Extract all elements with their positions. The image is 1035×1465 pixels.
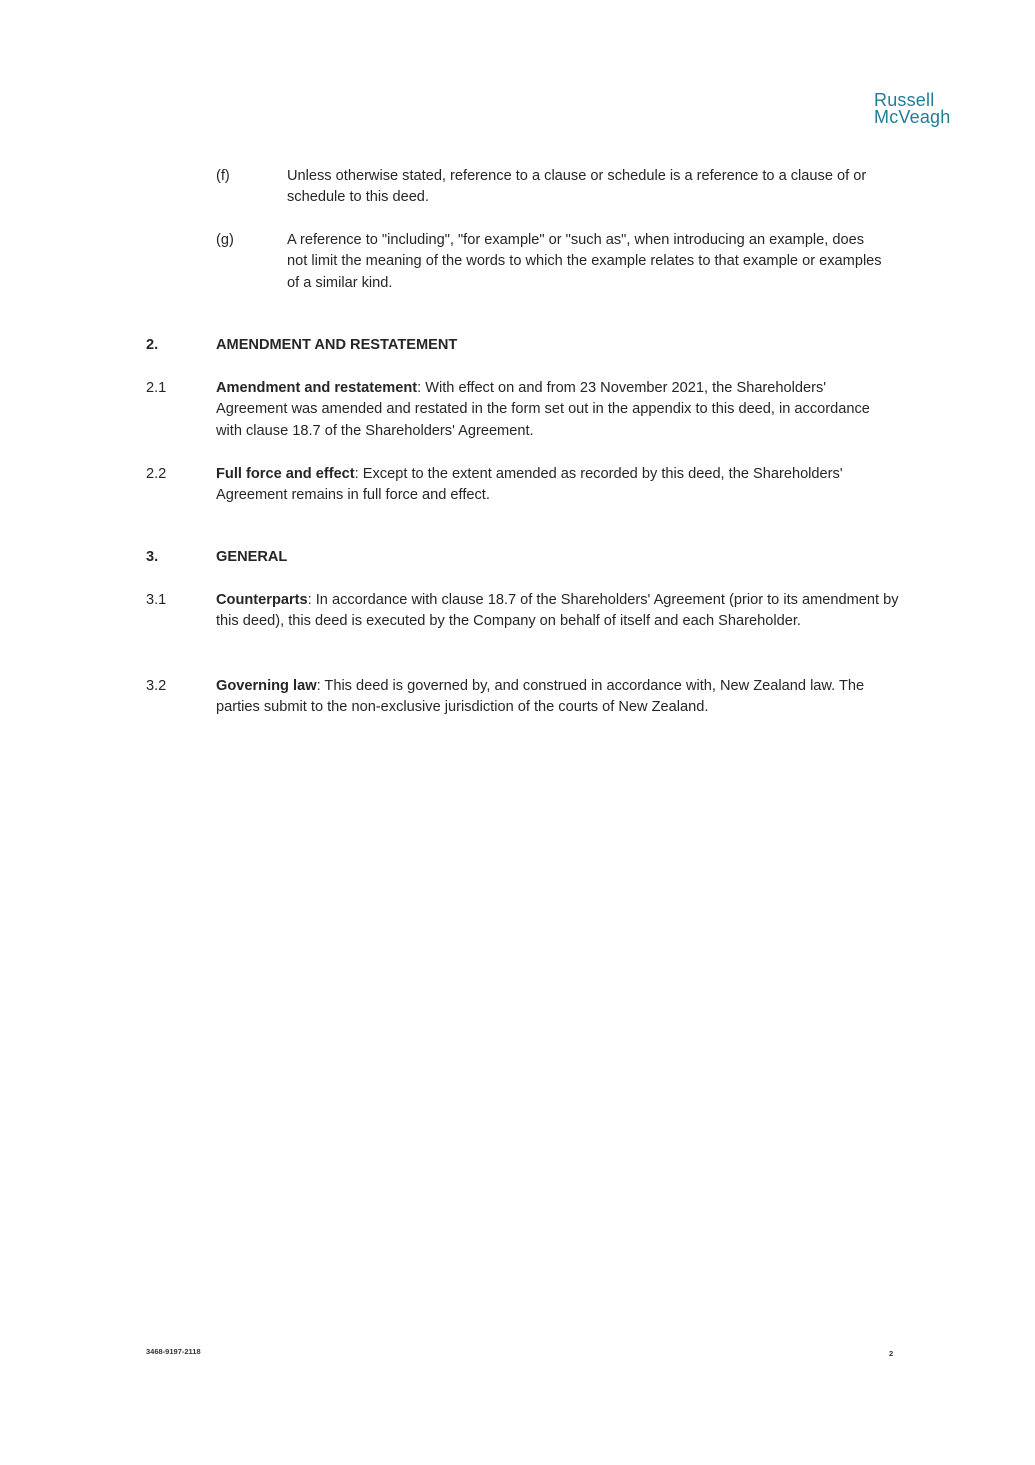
logo-line-1: Russell — [874, 90, 935, 110]
page-number: 2 — [889, 1349, 894, 1358]
clause-2-1-body: : With effect on and from 23 November 20… — [216, 380, 870, 439]
clause-3-2-number: 3.2 — [146, 678, 167, 694]
section-3-number: 3. — [146, 549, 159, 565]
clause-3-2-body: : This deed is governed by, and construe… — [216, 678, 865, 716]
clause-3-1-text: Counterparts: In accordance with clause … — [216, 590, 906, 633]
clause-2-1-lead: Amendment and restatement — [216, 380, 418, 396]
clause-2-2-body: : Except to the extent amended as record… — [216, 466, 843, 504]
section-2-number: 2. — [146, 337, 159, 353]
section-3-title: GENERAL — [216, 549, 288, 565]
clause-2-2-number: 2.2 — [146, 466, 167, 482]
clause-3-1-body: : In accordance with clause 18.7 of the … — [216, 592, 899, 630]
clause-2-1-number: 2.1 — [146, 380, 167, 396]
document-reference: 3468-9197-2118 — [146, 1347, 201, 1356]
clause-g-text: A reference to "including", "for example… — [287, 232, 882, 291]
clause-3-2-lead: Governing law — [216, 678, 317, 694]
clause-f-label: (f) — [216, 168, 230, 184]
firm-logo: Russell McVeagh — [874, 90, 954, 127]
clause-3-1-lead: Counterparts — [216, 592, 308, 608]
clause-3-2-text: Governing law: This deed is governed by,… — [216, 676, 906, 719]
logo-line-2: McVeagh — [874, 107, 951, 127]
clause-2-1-text: Amendment and restatement: With effect o… — [216, 378, 896, 442]
clause-2-2-text: Full force and effect: Except to the ext… — [216, 464, 876, 507]
clause-3-1-number: 3.1 — [146, 592, 167, 608]
clause-g-label: (g) — [216, 232, 234, 248]
clause-f-text: Unless otherwise stated, reference to a … — [287, 168, 867, 206]
clause-2-2-lead: Full force and effect — [216, 466, 355, 482]
section-2-title: AMENDMENT AND RESTATEMENT — [216, 337, 458, 353]
